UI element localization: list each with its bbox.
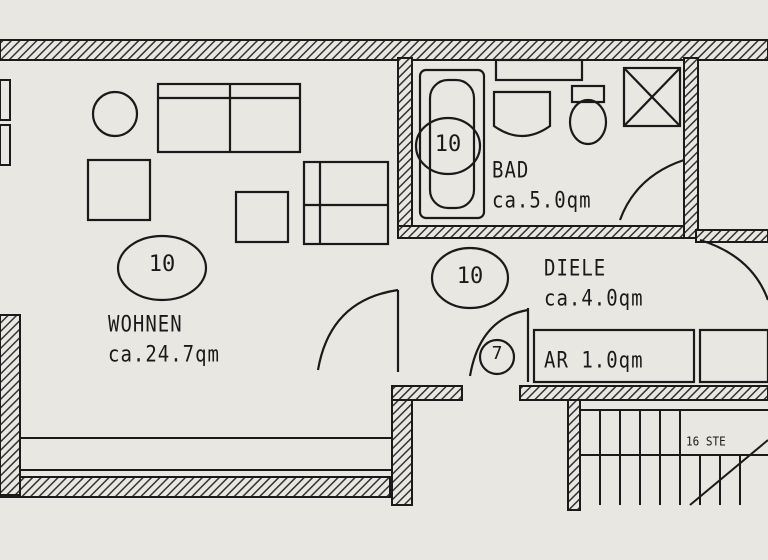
shower-tray [622,66,682,128]
round-table [91,90,139,138]
room-name-bath: BAD [492,158,530,184]
marker-circle-bath [414,116,482,176]
bath-bottom-wall [397,225,697,239]
top-wall [0,39,768,61]
room-area-bath: ca.5.0qm [492,188,592,214]
room-marker-circles [116,116,516,376]
marker-circle-living [116,234,208,302]
bed [302,160,390,246]
hall-door-swing [699,238,768,301]
marker-circle-hall [430,246,510,310]
walls [0,39,768,511]
sink [492,90,552,137]
room-name-living: WOHNEN [108,312,183,338]
doors [316,158,768,382]
partition-wall-left [397,57,413,239]
hall-bottom-wall [391,385,463,401]
marker-storage: 7 [491,343,503,364]
stairs-label: 16 STE [686,434,726,449]
side-table [234,190,290,244]
hall-bottom-wall-right [519,385,768,401]
right-partition-wall [695,229,768,243]
room-name-hall: DIELE [544,256,607,282]
bottom-wall-living [0,476,391,498]
toilet [568,98,608,146]
left-wall [0,314,21,496]
room-area-living: ca.24.7qm [108,342,220,368]
stairs [580,409,768,506]
marker-bath: 10 [434,132,462,157]
living-room-lines [0,79,392,471]
lower-right-wall [567,399,581,511]
living-door-swing [316,288,399,371]
furniture [86,82,390,246]
partition-wall-lower [391,389,413,506]
armchair [86,158,152,222]
marker-hall: 10 [456,264,484,289]
bath-door-swing [618,158,685,221]
bath-right-wall [683,57,699,239]
bathtub [418,68,486,220]
room-area-hall: ca.4.0qm [544,286,644,312]
marker-circle-storage [478,338,516,376]
bathroom-fixtures [418,58,682,220]
marker-living: 10 [148,252,176,277]
storage-room [532,328,768,384]
storage-label: AR 1.0qm [544,348,644,374]
storage-door-swing [468,308,529,377]
